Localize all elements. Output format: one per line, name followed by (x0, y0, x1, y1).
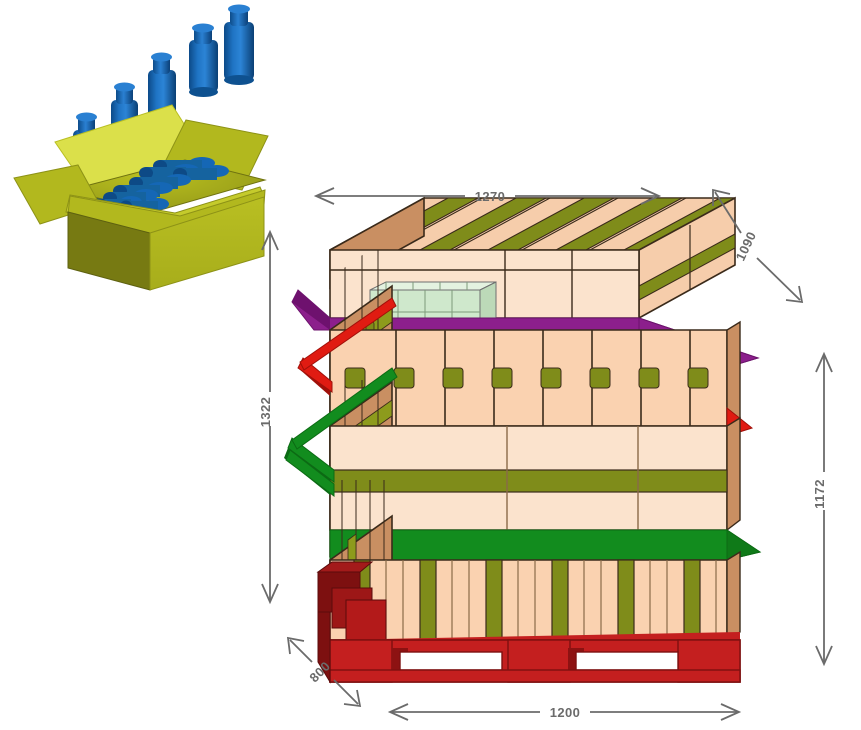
dim-depth-top (712, 188, 804, 304)
bottle (189, 23, 218, 97)
carton-right-face (149, 196, 265, 291)
top-layer-front-divisions (330, 250, 639, 318)
red-sheet-left-band (299, 297, 397, 371)
dim-pallet-depth (286, 636, 362, 708)
dim-top-width (313, 187, 662, 205)
layer4-right-face (726, 550, 741, 642)
dim-label-load-height: 1172 (812, 479, 827, 509)
dim-label-total-height: 1322 (258, 397, 273, 428)
layer3-divisions (506, 426, 639, 530)
dim-label-top-width: 1270 (475, 189, 506, 204)
bottle (224, 4, 254, 85)
green-sheet-left-band (291, 367, 398, 450)
dimension-annotations (261, 187, 833, 721)
carton-illustration (13, 4, 269, 291)
green-sheet-left-band-lower (285, 449, 335, 497)
dim-total-height (261, 229, 279, 605)
layer3-olive-band (329, 469, 728, 493)
euro-pallet (316, 561, 741, 684)
pallet-load (284, 196, 762, 684)
dim-pallet-width (387, 703, 742, 721)
dim-label-depth-top: 1090 (733, 229, 759, 263)
layer2-handle-patches (344, 367, 709, 389)
layer3-right-face (726, 416, 741, 532)
dim-label-pallet-width: 1200 (550, 705, 581, 720)
dim-load-height (815, 351, 833, 667)
